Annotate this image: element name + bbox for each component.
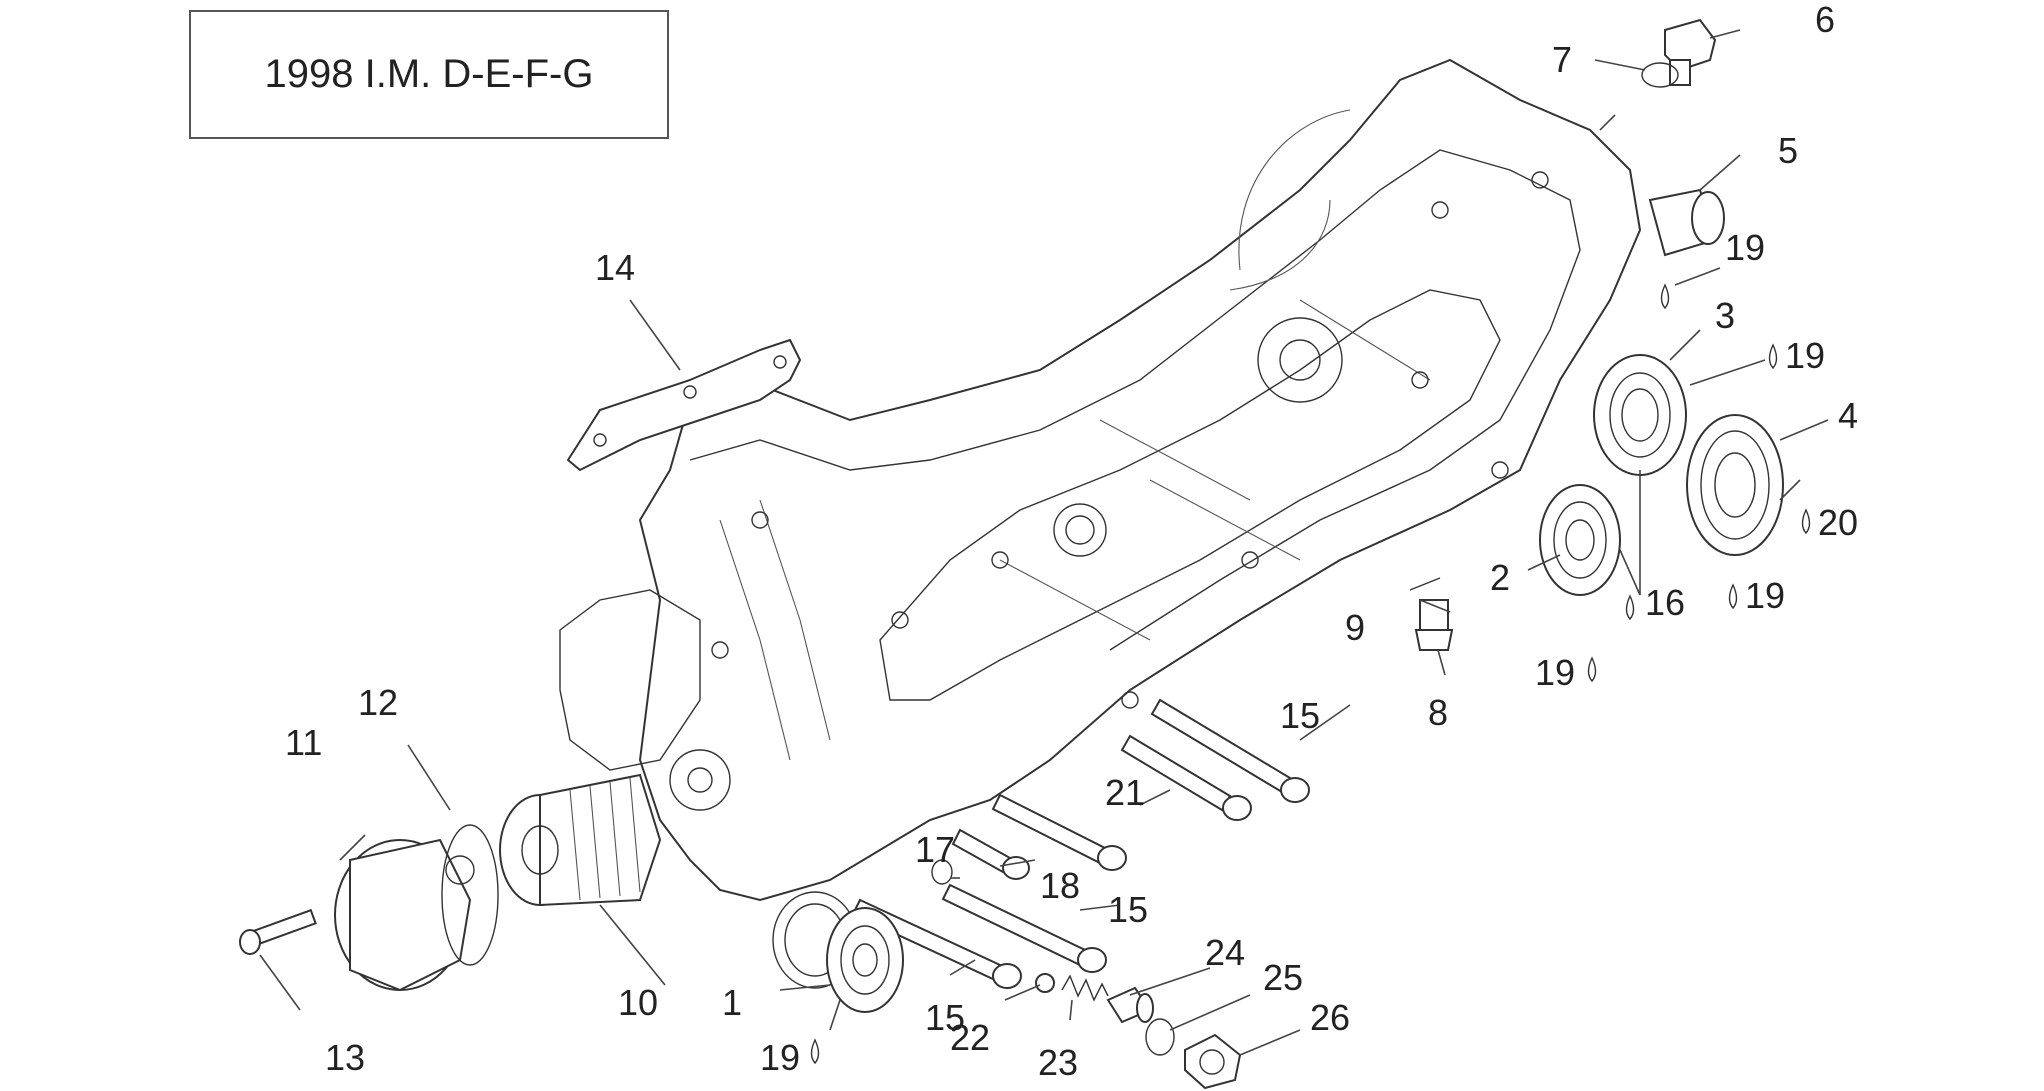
callout-8: 8 bbox=[1428, 692, 1448, 733]
callout-3: 3 bbox=[1715, 295, 1735, 336]
grease-drops bbox=[810, 283, 1811, 1065]
callout-14: 14 bbox=[595, 247, 635, 288]
callout-19-b: 19 bbox=[1785, 335, 1825, 376]
crankcase-half bbox=[638, 58, 1642, 989]
oil-filter-10 bbox=[499, 773, 662, 907]
bearing-1 bbox=[826, 907, 904, 1013]
callout-18: 18 bbox=[1040, 865, 1080, 906]
callout-15-upper: 15 bbox=[1280, 695, 1320, 736]
callout-9: 9 bbox=[1345, 607, 1365, 648]
callout-17: 17 bbox=[915, 829, 955, 870]
callout-4: 4 bbox=[1838, 395, 1858, 436]
callout-5: 5 bbox=[1778, 130, 1798, 171]
o-ring-12 bbox=[441, 824, 499, 966]
leader-lines bbox=[259, 29, 1829, 1056]
callout-12: 12 bbox=[358, 682, 398, 723]
bolt-15-upper bbox=[1150, 698, 1310, 803]
callout-19-d: 19 bbox=[1535, 652, 1575, 693]
bolt-18-lower bbox=[951, 828, 1030, 880]
callout-19-c: 19 bbox=[1745, 575, 1785, 616]
gasket-left bbox=[559, 589, 701, 771]
callout-15-middle: 15 bbox=[1108, 889, 1148, 930]
callout-6: 6 bbox=[1815, 0, 1835, 40]
gasket-14 bbox=[566, 338, 802, 472]
callout-11: 11 bbox=[285, 722, 322, 763]
plug-8 bbox=[1414, 599, 1454, 651]
callout-2: 2 bbox=[1490, 557, 1510, 598]
plunger-24 bbox=[1106, 986, 1154, 1024]
callout-19-e: 19 bbox=[760, 1037, 800, 1078]
ball-22 bbox=[1035, 973, 1055, 993]
callout-16: 16 bbox=[1645, 582, 1685, 623]
pin-9 bbox=[1409, 577, 1441, 591]
washer-17 bbox=[931, 859, 953, 885]
callout-10: 10 bbox=[618, 982, 658, 1023]
callout-7: 7 bbox=[1552, 39, 1572, 80]
callout-13: 13 bbox=[325, 1037, 365, 1078]
o-ring-25 bbox=[1145, 1018, 1175, 1056]
bolt-21 bbox=[1120, 734, 1252, 821]
callout-1: 1 bbox=[722, 982, 742, 1023]
filter-cover-11 bbox=[334, 838, 475, 992]
callout-26: 26 bbox=[1310, 997, 1350, 1038]
callout-20: 20 bbox=[1818, 502, 1858, 543]
screw-13 bbox=[239, 908, 317, 955]
callout-22: 22 bbox=[950, 1017, 990, 1058]
model-title: 1998 I.M. D-E-F-G bbox=[189, 10, 669, 139]
plug-26 bbox=[1184, 1033, 1242, 1090]
bushing-5 bbox=[1648, 188, 1725, 257]
bearing-2 bbox=[1539, 484, 1621, 596]
callout-24: 24 bbox=[1205, 932, 1245, 973]
oil-seal-4 bbox=[1686, 414, 1784, 556]
washer-7 bbox=[1641, 62, 1679, 88]
callout-15-lower: 15 bbox=[925, 997, 965, 1038]
bolt-15-middle bbox=[941, 883, 1107, 973]
callout-labels: 1 2 3 4 5 6 7 8 9 10 11 12 13 14 15 15 1… bbox=[285, 0, 1858, 1083]
callout-25: 25 bbox=[1263, 957, 1303, 998]
callout-19-a: 19 bbox=[1725, 227, 1765, 268]
spring-23 bbox=[1061, 974, 1109, 1002]
plug-6 bbox=[1664, 18, 1717, 86]
callout-23: 23 bbox=[1038, 1042, 1078, 1083]
callout-21: 21 bbox=[1105, 772, 1145, 813]
bearing-3 bbox=[1593, 354, 1687, 476]
bolt-18-upper bbox=[991, 793, 1127, 871]
